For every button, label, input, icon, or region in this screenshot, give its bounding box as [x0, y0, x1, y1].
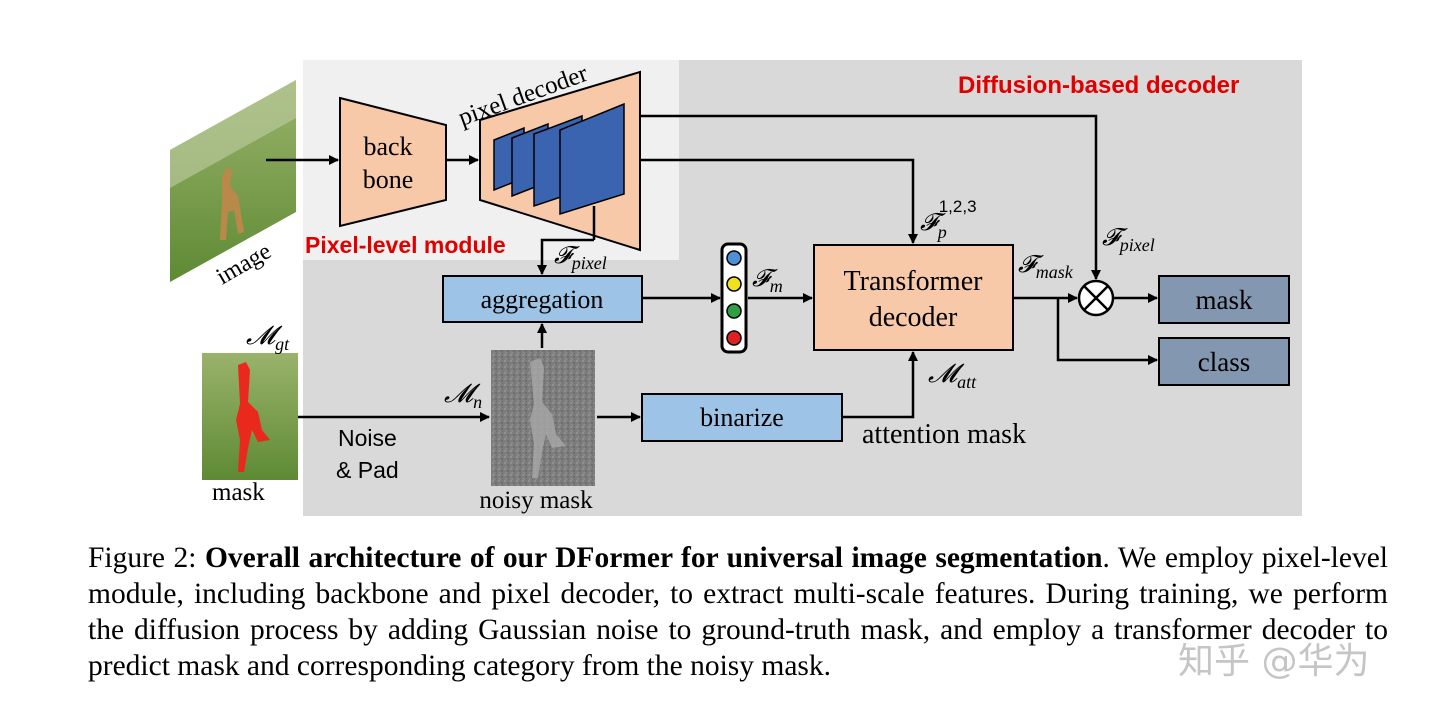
- class-output-block: [1158, 337, 1290, 386]
- caption-prefix: Figure 2:: [88, 542, 205, 574]
- diffusion-decoder-title: Diffusion-based decoder: [958, 72, 1239, 99]
- transformer-label-1: Transformer: [844, 266, 984, 297]
- aggregation-label: aggregation: [481, 285, 604, 314]
- transformer-label-2: decoder: [869, 302, 958, 333]
- arrow-transformer-to-class: [1056, 298, 1158, 365]
- noise-pad-label-1: Noise: [338, 425, 397, 451]
- pixel-level-module-title: Pixel-level module: [305, 232, 506, 258]
- multi-scale-feature-maps: [493, 102, 625, 216]
- mgt-symbol: 𝓜gt: [246, 321, 290, 354]
- class-output-label: class: [1198, 347, 1250, 377]
- m-att-symbol: 𝓜att: [928, 359, 977, 392]
- backbone-label-2: bone: [363, 165, 414, 194]
- figure-caption: Figure 2: Overall architecture of our DF…: [88, 540, 1388, 684]
- binarize-label: binarize: [700, 403, 784, 432]
- query-column: [720, 242, 748, 354]
- backbone-label-1: back: [363, 132, 412, 161]
- query-dot-yellow: [726, 276, 742, 292]
- backbone-block: [339, 96, 447, 228]
- f-pixel-bottom-symbol: 𝓕pixel: [554, 243, 607, 273]
- query-dot-red: [726, 330, 742, 346]
- caption-body: . We employ pixel-level module, includin…: [88, 542, 1389, 682]
- attention-mask-label: attention mask: [862, 419, 1026, 450]
- query-dot-blue: [726, 250, 742, 266]
- transformer-decoder-block: [813, 244, 1014, 351]
- binarize-block: [641, 393, 843, 442]
- caption-title: Overall architecture of our DFormer for …: [204, 542, 1103, 574]
- arrow-decoder-to-multiply: [640, 114, 1101, 280]
- input-image: [170, 80, 296, 282]
- multiply-operator: [1077, 279, 1115, 317]
- noise-pad-label-2: & Pad: [336, 457, 399, 483]
- noisy-mask-image: [491, 350, 595, 486]
- arrow-decoder-to-transformer: [640, 158, 918, 244]
- gt-mask-image: [202, 353, 298, 480]
- query-dot-green: [726, 303, 742, 319]
- mask-output-block: [1158, 275, 1290, 324]
- mask-label: mask: [212, 479, 265, 506]
- arrow-fpixel-to-aggregation: [537, 238, 594, 275]
- arrow-binarize-to-transformer: [842, 351, 918, 419]
- f-p-symbol: 𝓕p1,2,3: [920, 197, 977, 242]
- architecture-diagram: Diffusion-based decoder Pixel-level modu…: [170, 60, 1302, 516]
- noisy-mask-label: noisy mask: [479, 487, 593, 514]
- mask-output-label: mask: [1196, 285, 1253, 315]
